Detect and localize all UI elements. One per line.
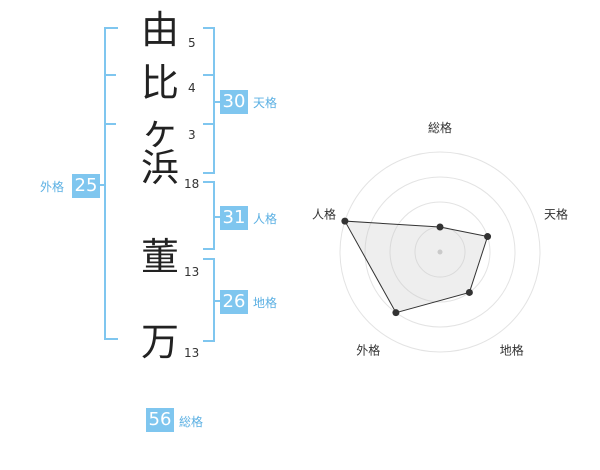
gaikaku-bracket-stub	[100, 184, 106, 186]
radar-point-2	[484, 233, 492, 241]
name-char-1: 由	[140, 8, 179, 52]
radar-point-5	[341, 217, 349, 225]
tenkaku-bracket-vertical	[213, 27, 215, 174]
soukaku-label: 総格	[179, 415, 204, 429]
radar-ring-3	[364, 176, 516, 328]
tenkaku-label: 天格	[253, 96, 278, 110]
jinkaku-score: 31	[220, 206, 248, 230]
tenkaku-score: 30	[220, 90, 248, 114]
tenkaku-bracket-stub	[213, 101, 221, 103]
radar-axis-label-4: 外格	[356, 343, 380, 358]
name-char-6: 万	[140, 320, 179, 364]
soukaku-score: 56	[146, 408, 174, 432]
gaikaku-bracket-vertical	[104, 27, 106, 340]
gaikaku-bracket-bottom	[104, 338, 118, 340]
radar-ring-1	[414, 226, 466, 278]
chikaku-score: 26	[220, 290, 248, 314]
gaikaku-score: 25	[72, 174, 100, 198]
radar-axis-label-2: 天格	[544, 206, 568, 221]
radar-area	[344, 220, 489, 314]
stroke-count-3: 3	[188, 128, 196, 142]
gaikaku-bracket-tick-2	[104, 123, 116, 125]
stroke-count-5: 13	[184, 265, 200, 279]
chikaku-bracket-top	[203, 258, 215, 260]
chikaku-bracket-bottom	[203, 340, 215, 342]
name-char-3: ヶ	[140, 109, 179, 153]
tenkaku-bracket-top	[203, 27, 215, 29]
stroke-count-4: 18	[184, 177, 200, 191]
radar-ring-2	[389, 201, 491, 303]
tenkaku-bracket-bottom	[203, 172, 215, 174]
jinkaku-bracket-bottom	[203, 248, 215, 250]
radar-axis-label-3: 地格	[500, 343, 524, 358]
radar-point-4	[392, 309, 400, 317]
radar-ring-4	[339, 151, 541, 353]
gaikaku-bracket-tick-1	[104, 74, 116, 76]
name-char-2: 比	[140, 61, 179, 105]
chikaku-bracket-stub	[213, 300, 221, 302]
radar-point-1	[436, 223, 444, 231]
stroke-count-2: 4	[188, 81, 196, 95]
radar-center	[437, 249, 443, 255]
jinkaku-bracket-stub	[213, 216, 221, 218]
name-char-5: 董	[140, 235, 179, 279]
radar-axis-label-1: 総格	[428, 120, 452, 135]
radar-axis-label-5: 人格	[312, 206, 336, 221]
tenkaku-bracket-tick	[203, 74, 215, 76]
stroke-count-6: 13	[184, 346, 200, 360]
jinkaku-bracket-top	[203, 181, 215, 183]
tenkaku-bracket-tick-2	[203, 123, 215, 125]
jinkaku-label: 人格	[253, 212, 278, 226]
radar-point-3	[465, 288, 473, 296]
gaikaku-bracket-top	[104, 27, 118, 29]
jinkaku-bracket-vertical	[213, 181, 215, 250]
stroke-count-1: 5	[188, 36, 196, 50]
chikaku-label: 地格	[253, 296, 278, 310]
gaikaku-label: 外格	[40, 180, 65, 194]
name-char-4: 浜	[140, 146, 179, 190]
